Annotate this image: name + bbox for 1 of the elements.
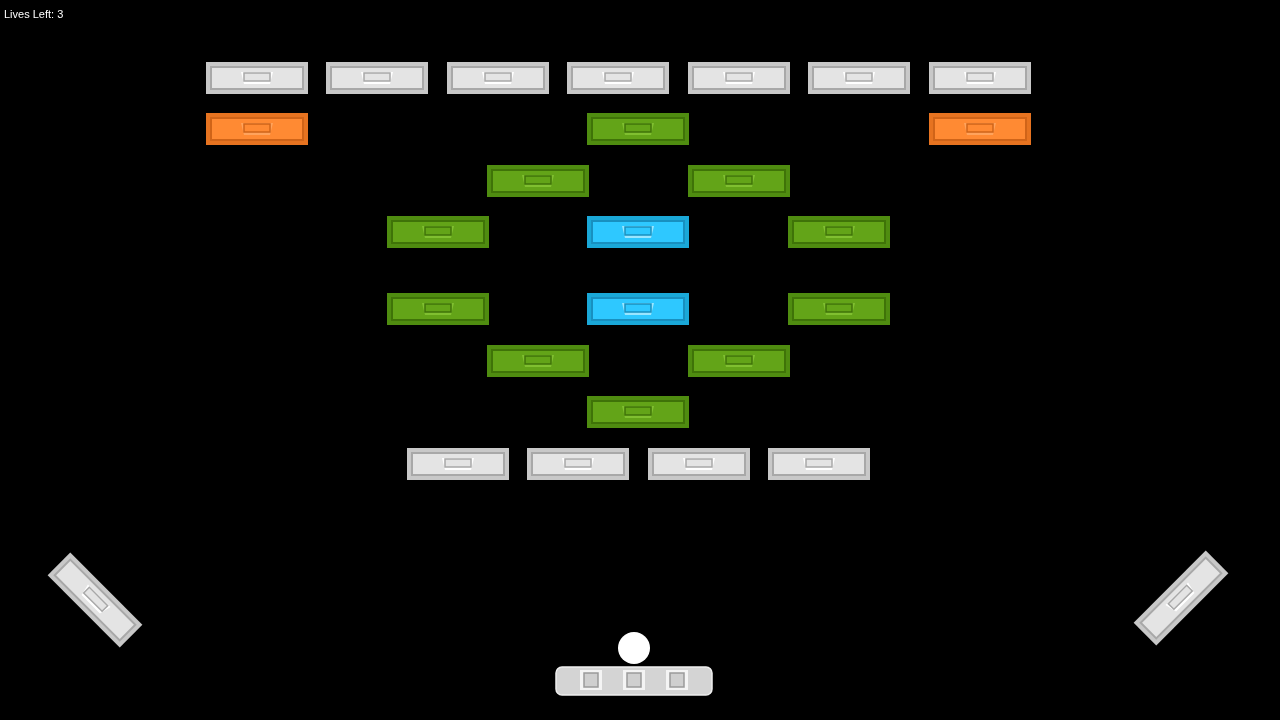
lives-counter: Lives Left: 3 (4, 8, 64, 20)
